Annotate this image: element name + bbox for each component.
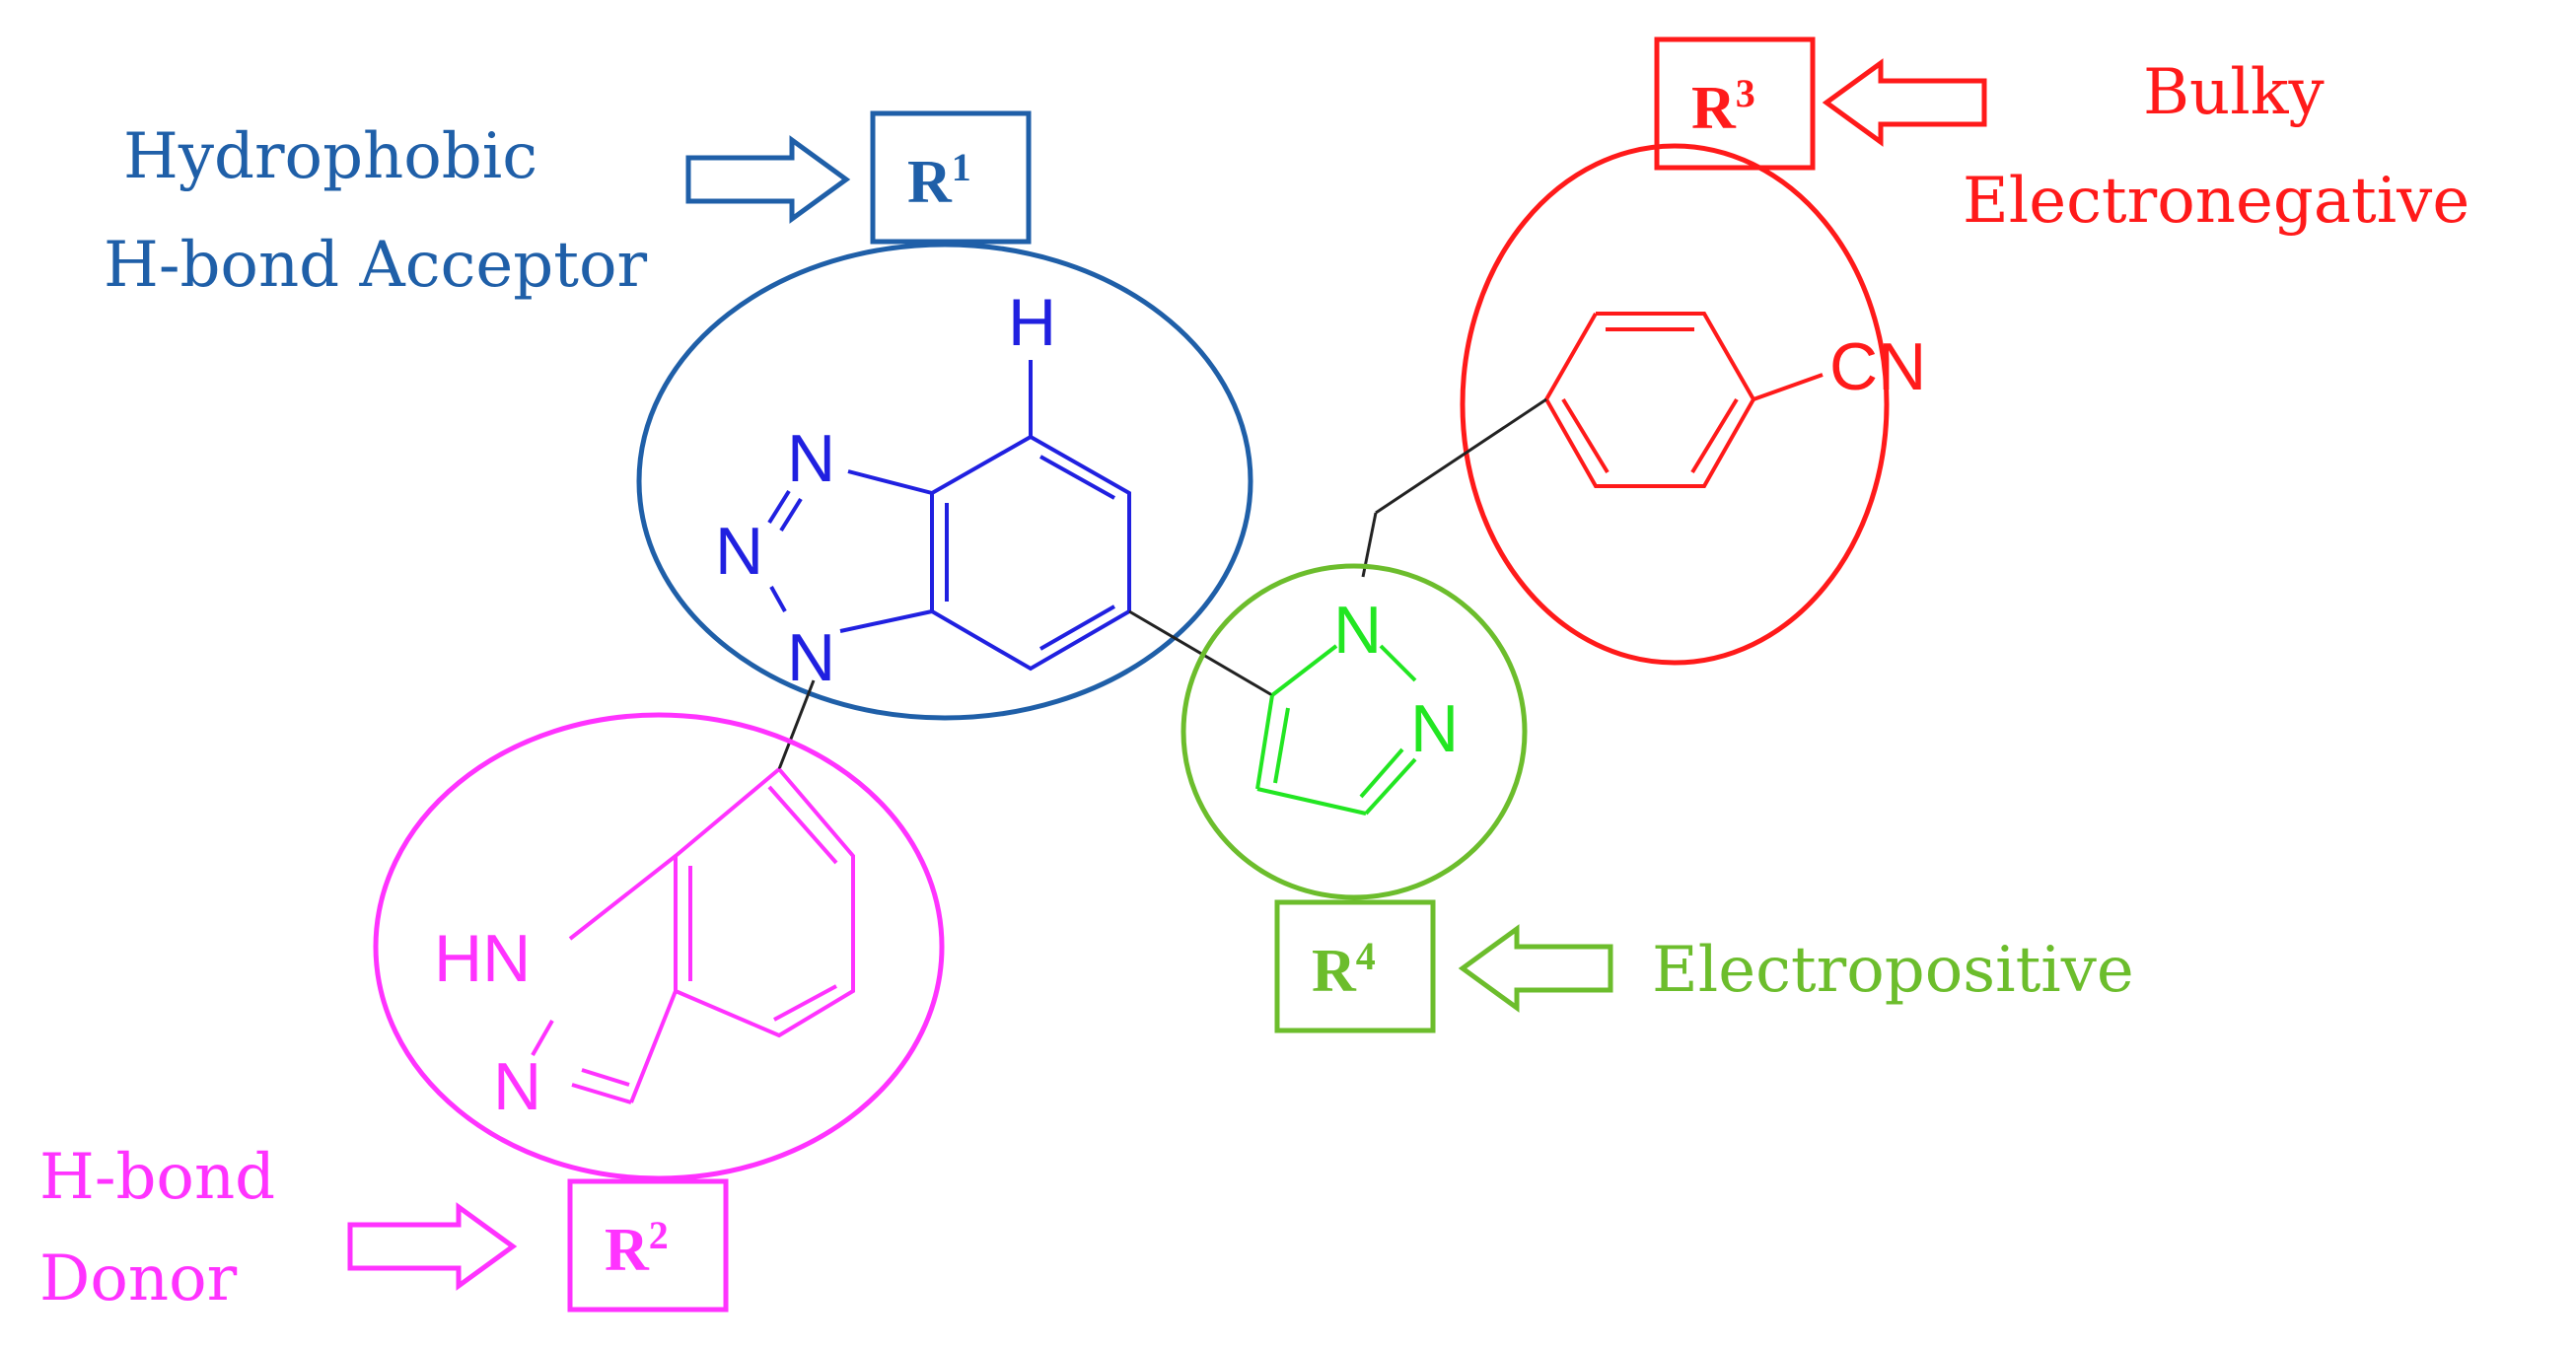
r1-tag-box: [870, 110, 1032, 245]
r2-description-line1: H-bond: [39, 1141, 275, 1214]
r2-tag-box: [567, 1178, 729, 1313]
r4-tag: R4: [1312, 934, 1376, 1005]
benzotriazole-structure: [767, 360, 1131, 672]
r4-tag-box: [1274, 899, 1436, 1033]
r4-description: Electropositive: [1652, 934, 2134, 1007]
r3-tag: R3: [1691, 71, 1755, 142]
atom-hn-indazole: HN: [434, 921, 531, 996]
benzonitrile-structure: [1543, 312, 1824, 488]
r1-tag: R1: [907, 145, 971, 216]
indazole-structure: [531, 767, 855, 1104]
atom-n-triazole-mid: N: [715, 514, 763, 589]
atom-n-triazole-top: N: [787, 421, 835, 496]
atom-n-pyrazole-2: N: [1410, 691, 1459, 766]
arrow-right-icon: [685, 135, 851, 224]
region-r3: R3 Bulky Electronegative CN: [1460, 36, 2469, 666]
r2-description-line2: Donor: [39, 1242, 238, 1315]
arrow-left-icon: [1822, 58, 1987, 147]
region-r2: H-bond Donor R2 HN N: [39, 712, 945, 1315]
r1-description-line1: Hydrophobic: [123, 120, 537, 193]
linker-bonds: [777, 397, 1547, 770]
r4-ellipse: [1181, 563, 1528, 900]
atom-n-pyrazole-1: N: [1333, 593, 1382, 668]
region-r1: Hydrophobic H-bond Acceptor R1 H N N N: [104, 110, 1253, 721]
atom-h: H: [1008, 285, 1056, 360]
r2-tag: R2: [605, 1213, 669, 1284]
r3-description-line1: Bulky: [2143, 56, 2325, 129]
arrow-left-icon: [1458, 924, 1613, 1013]
region-r4: R4 Electropositive N N: [1181, 563, 2134, 1033]
r1-description-line2: H-bond Acceptor: [104, 229, 647, 302]
atom-n-indazole: N: [493, 1049, 541, 1124]
arrow-right-icon: [347, 1202, 518, 1291]
r3-description-line2: Electronegative: [1963, 165, 2469, 238]
r3-ellipse: [1460, 143, 1890, 666]
r2-ellipse: [373, 712, 945, 1181]
pyrazole-structure: [1255, 644, 1417, 816]
r3-tag-box: [1654, 36, 1816, 171]
atom-cn: CN: [1829, 329, 1926, 404]
r1-ellipse: [636, 242, 1253, 721]
